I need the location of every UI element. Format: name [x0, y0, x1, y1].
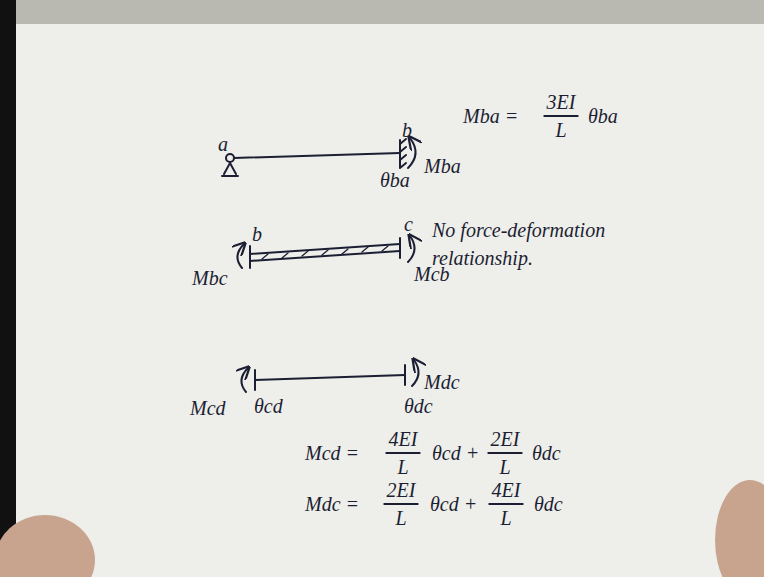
formula-text: Mcd [190, 396, 226, 420]
label-holder: b [402, 118, 412, 142]
label-holder: θdc [404, 394, 433, 418]
label-holder: Mba = [463, 104, 518, 128]
label-holder: Mdc = [305, 492, 359, 516]
label-holder: θcd + [430, 492, 477, 516]
label-holder: Mcd [190, 396, 226, 420]
formula-text: Mcd = [305, 441, 359, 465]
beam-line [255, 375, 405, 380]
formula-text: L [499, 455, 510, 479]
label-holder: L [397, 455, 408, 479]
formula-text: L [500, 506, 511, 530]
formula-text: θba [380, 168, 410, 192]
label-holder: No force-deformation relationship. [432, 216, 647, 272]
formula-text: Mbc [192, 266, 228, 290]
top-band [0, 0, 764, 24]
label-holder: Mcd = [305, 441, 359, 465]
formula-text: Mdc = [305, 492, 359, 516]
hand [715, 480, 764, 577]
formula-text: θdc [404, 394, 433, 418]
formula-text: θdc [534, 492, 563, 516]
formula-text: θcd + [430, 492, 477, 516]
moment-arrow [237, 244, 244, 268]
formula-text: 2EI [491, 427, 520, 451]
fraction-bar [488, 452, 523, 454]
end-tick [254, 370, 256, 390]
label-holder: 4EI [389, 427, 418, 451]
formula-text: 4EI [492, 478, 521, 502]
end-tick [249, 246, 251, 268]
end-tick [404, 365, 406, 385]
fraction-bar [384, 503, 419, 505]
note-text: No force-deformation relationship. [432, 216, 647, 272]
fraction-bar [544, 115, 579, 117]
label-holder: L [555, 118, 566, 142]
label-holder: θba [380, 168, 410, 192]
formula-text: b [402, 118, 412, 142]
moment-arrow [408, 138, 416, 168]
label-holder: Mbc [192, 266, 228, 290]
label-holder: a [218, 132, 228, 156]
formula-text: L [395, 506, 406, 530]
label-holder: L [395, 506, 406, 530]
pin-support [222, 163, 238, 176]
formula-text: 3EI [547, 90, 576, 114]
label-holder: θdc [534, 492, 563, 516]
label-holder: 4EI [492, 478, 521, 502]
hand [0, 515, 95, 577]
formula-text: Mba [424, 154, 461, 178]
formula-text: θdc [532, 441, 561, 465]
formula-text: c [404, 212, 413, 236]
formula-text: Mdc [424, 370, 460, 394]
label-holder: 3EI [547, 90, 576, 114]
left-edge [0, 0, 16, 577]
beam-line [234, 153, 400, 158]
end-tick [399, 238, 401, 258]
formula-text: θba [588, 104, 618, 128]
formula-text: a [218, 132, 228, 156]
formula-text: L [397, 455, 408, 479]
label-holder: θdc [532, 441, 561, 465]
label-holder: Mba [424, 154, 461, 178]
formula-text: θcd + [432, 441, 479, 465]
moment-arrow [241, 368, 248, 392]
fixed-end [400, 139, 406, 168]
rigid-hatch [262, 246, 388, 259]
label-holder: Mdc [424, 370, 460, 394]
formula-text: b [252, 222, 262, 246]
label-holder: θcd + [432, 441, 479, 465]
label-holder: 2EI [387, 478, 416, 502]
label-holder: L [500, 506, 511, 530]
moment-arrow [408, 236, 415, 262]
formula-text: 4EI [389, 427, 418, 451]
formula-text: Mba = [463, 104, 518, 128]
label-holder: θba [588, 104, 618, 128]
label-holder: b [252, 222, 262, 246]
fraction-bar [489, 503, 524, 505]
label-holder: c [404, 212, 413, 236]
fraction-bar [386, 452, 421, 454]
formula-text: θcd [254, 394, 283, 418]
formula-text: 2EI [387, 478, 416, 502]
label-holder: θcd [254, 394, 283, 418]
label-holder: 2EI [491, 427, 520, 451]
pin [226, 154, 234, 162]
formula-text: L [555, 118, 566, 142]
moment-arrow [412, 360, 419, 386]
label-holder: L [499, 455, 510, 479]
